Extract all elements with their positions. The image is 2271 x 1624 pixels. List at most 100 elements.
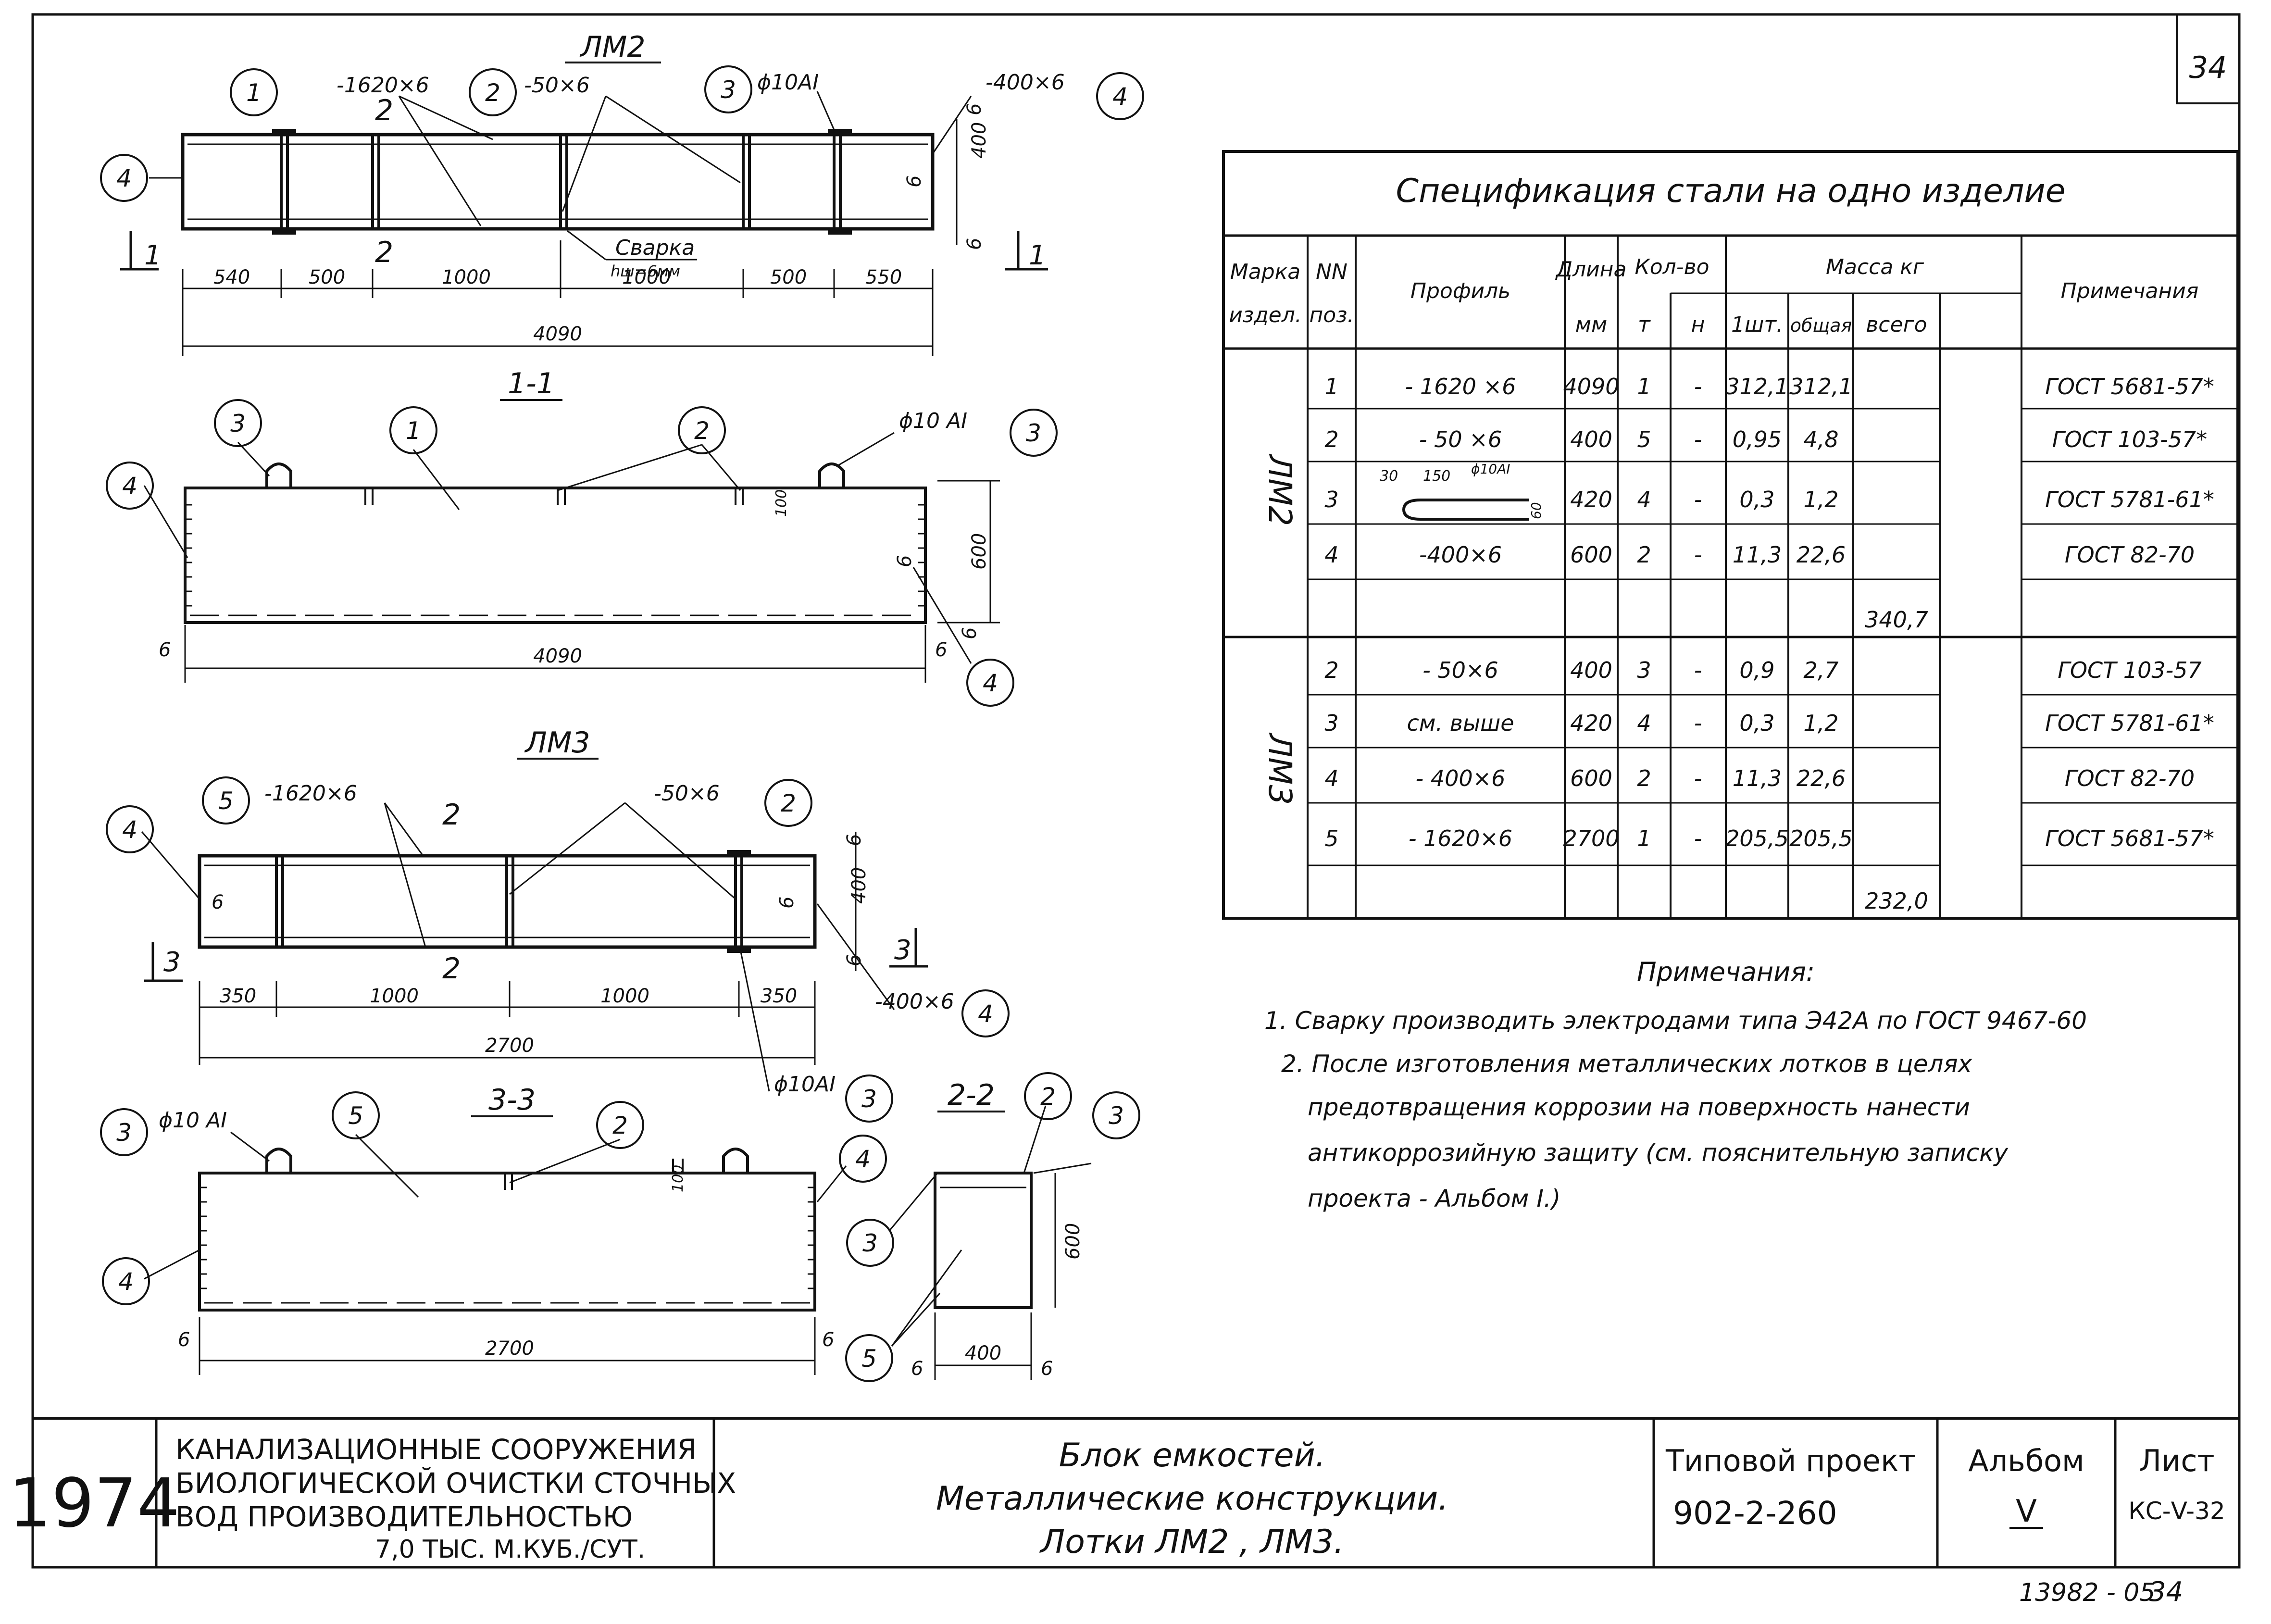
lm3-dim-3: 1000: [600, 985, 649, 1007]
svg-text:2,7: 2,7: [1803, 657, 1838, 683]
spec-row-lm3-1: 2 - 50×6 400 3 - 0,9 2,7 ГОСТ 103-57: [1324, 657, 2201, 683]
s11-balloon-1: 1: [406, 417, 421, 445]
s11-callout-3: ϕ10 AI: [899, 409, 967, 433]
s22-width: 400: [965, 1342, 1001, 1364]
group-lm3: ЛМ3: [1261, 733, 1298, 805]
spec-row-lm3-4: 5 - 1620×6 2700 1 - 205,5 205,5 ГОСТ 568…: [1324, 825, 2214, 851]
spec-row-lm2-3: 3 30 150 ϕ10AI 60 420 4 - 0,3 1,2 ГОСТ 5…: [1324, 461, 2214, 521]
svg-text:ГОСТ 82-70: ГОСТ 82-70: [2065, 765, 2195, 791]
svg-text:- 400×6: - 400×6: [1416, 765, 1506, 791]
note-line-4: антикоррозийную защиту (см. пояснительну…: [1308, 1139, 2009, 1167]
svg-text:1: 1: [1637, 374, 1651, 400]
svg-text:2: 2: [1637, 542, 1651, 568]
lm2-balloon-4a: 4: [116, 164, 132, 192]
svg-text:0,95: 0,95: [1733, 426, 1782, 452]
s11-balloon-2: 2: [694, 417, 710, 445]
svg-text:2: 2: [1637, 765, 1651, 791]
lm2-thk-top: 6: [963, 103, 986, 115]
lm2-dim-4: 1000: [622, 266, 671, 288]
lm2-dim-1: 540: [213, 266, 250, 288]
s11-weld-thk: 6: [894, 555, 916, 567]
svg-text:4090: 4090: [1563, 374, 1619, 400]
view-lm3-title: ЛМ3: [524, 726, 590, 760]
s11-balloon-3a: 3: [230, 410, 246, 437]
hdr-length-a: Длина: [1555, 257, 1627, 282]
lm2-weld-note: Сварка: [615, 236, 695, 260]
s11-balloon-4b: 4: [983, 669, 998, 697]
total-lm2: 340,7: [1865, 607, 1928, 633]
svg-text:- 1620 ×6: - 1620 ×6: [1405, 374, 1516, 400]
svg-text:3: 3: [1324, 710, 1338, 736]
tb-year: 1974: [9, 1464, 180, 1543]
svg-text:ГОСТ 5781-61*: ГОСТ 5781-61*: [2045, 487, 2214, 512]
svg-text:- 1620×6: - 1620×6: [1409, 825, 1512, 851]
svg-text:11,3: 11,3: [1733, 542, 1782, 568]
lm2-mark-bottom: 2: [375, 236, 393, 269]
s11-balloon-3b: 3: [1026, 419, 1041, 447]
svg-text:4: 4: [1324, 765, 1338, 791]
lm2-dim-5: 500: [770, 266, 807, 288]
total-lm3: 232,0: [1865, 888, 1928, 914]
s11-title: 1-1: [508, 367, 555, 400]
lm2-plan-body: [181, 133, 935, 231]
lm2-dim-6: 550: [865, 266, 902, 288]
lm2-mark-top: 2: [375, 94, 393, 127]
lm2-callout-1: -1620×6: [337, 73, 429, 98]
lm2-balloon-2: 2: [485, 79, 500, 107]
svg-text:2: 2: [1324, 657, 1338, 683]
svg-text:5: 5: [1637, 426, 1651, 452]
tb-sheet-no: КС-V-32: [2128, 1497, 2225, 1525]
svg-text:420: 420: [1570, 487, 1612, 512]
hdr-mark-b: издел.: [1229, 303, 1302, 327]
svg-text:205,5: 205,5: [1725, 825, 1789, 851]
spec-table: Спецификация стали на одно изделие Марка…: [1222, 150, 2239, 920]
hdr-qty-t: т: [1638, 312, 1651, 337]
svg-text:22,6: 22,6: [1797, 765, 1846, 791]
hdr-pos-b: поз.: [1309, 303, 1354, 327]
hdr-length-b: мм: [1575, 312, 1607, 337]
view-lm2: ЛМ2 1 -1620×6 2 -50×: [100, 30, 1144, 356]
s33-small: 100: [670, 1165, 686, 1192]
svg-text:60: 60: [1528, 502, 1544, 519]
lm3-total: 2700: [485, 1035, 534, 1057]
lm2-callout-3: ϕ10AI: [757, 70, 819, 95]
lm3-dim-1: 350: [220, 985, 256, 1007]
svg-text:1: 1: [1637, 825, 1651, 851]
bend-sketch: 30 150 ϕ10AI 60: [1380, 461, 1544, 521]
hdr-qty-n: н: [1691, 312, 1705, 337]
lm3-thk-top: 6: [843, 834, 865, 846]
view-lm2-title: ЛМ2: [579, 30, 645, 64]
svg-text:- 50 ×6: - 50 ×6: [1419, 426, 1502, 452]
svg-text:ϕ10AI: ϕ10AI: [1471, 461, 1510, 477]
tb-org-1: КАНАЛИЗАЦИОННЫЕ СООРУЖЕНИЯ: [175, 1433, 697, 1466]
s11-height: 600: [968, 533, 990, 570]
s11-body: [184, 487, 927, 624]
spec-title: Спецификация стали на одно изделие: [1396, 172, 2065, 210]
s11-total: 4090: [533, 645, 582, 667]
lm3-callout-4: -400×6: [875, 989, 954, 1014]
view-section-1-1: 1-1: [106, 367, 1058, 707]
s22-thk-left: 6: [911, 1358, 923, 1380]
lm3-balloon-2: 2: [781, 789, 796, 817]
svg-text:3: 3: [1324, 487, 1338, 512]
svg-text:-: -: [1694, 765, 1702, 791]
lm2-thk-bot: 6: [963, 238, 986, 250]
svg-text:2: 2: [1324, 426, 1338, 452]
lm3-balloon-4a: 4: [122, 816, 137, 844]
svg-text:312,1: 312,1: [1789, 374, 1853, 400]
bottom-page: 34: [2149, 1576, 2183, 1608]
lm3-mark-top: 2: [442, 798, 461, 832]
svg-text:600: 600: [1570, 542, 1612, 568]
hdr-pos-a: NN: [1316, 260, 1348, 284]
svg-text:1,2: 1,2: [1803, 710, 1838, 736]
spec-row-lm2-4: 4 -400×6 600 2 - 11,3 22,6 ГОСТ 82-70: [1324, 542, 2195, 568]
lm2-callout-2: -50×6: [524, 73, 590, 98]
bottom-code: 13982 - 05: [2019, 1578, 2155, 1607]
svg-text:150: 150: [1423, 468, 1450, 485]
group-lm2: ЛМ2: [1261, 454, 1298, 526]
sheet-frame: [31, 13, 2241, 1569]
s11-thk-left: 6: [159, 639, 171, 661]
tb-project-no: 902-2-260: [1673, 1495, 1837, 1532]
svg-text:1,2: 1,2: [1803, 487, 1838, 512]
lm3-plan-body: [198, 854, 817, 949]
